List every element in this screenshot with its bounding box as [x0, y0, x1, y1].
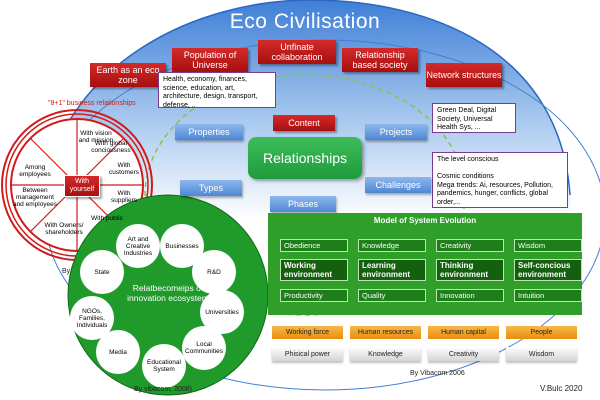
grey-physical-power: Phisical power [272, 347, 343, 361]
segment-customers: With customers [109, 162, 139, 176]
model-panel: Model of System Evolution Obedience Know… [268, 213, 582, 315]
node-rd: R&D [192, 250, 236, 294]
red-box-collaboration: Unfinate collaboration [258, 40, 336, 64]
node-art: Art and Creative Industries [116, 224, 160, 268]
cell-knowledge: Knowledge [358, 239, 426, 252]
cell-learning-env: Learning environment [358, 259, 426, 281]
red-box-relationship-society: Relationship based society [342, 48, 418, 72]
segment-management: Between management and employees [12, 187, 58, 208]
types-button: Types [180, 180, 242, 196]
model-title: Model of System Evolution [373, 216, 477, 225]
grey-wisdom: Wisdom [506, 347, 577, 361]
cell-quality: Quality [358, 289, 426, 302]
orange-human-capital: Human capital [428, 326, 499, 339]
eco-arc-outline [39, 0, 571, 206]
signature: V.Bulc 2020 [540, 384, 583, 393]
relationships-box: Relationships [248, 137, 362, 179]
challenges-button: Challenges [365, 177, 431, 193]
business-credit: By [62, 268, 71, 275]
ecosystem-credit: By vibacom, 2008) [134, 386, 192, 393]
properties-button: Properties [175, 124, 243, 140]
cell-obedience: Obedience [280, 239, 348, 252]
cell-productivity: Productivity [280, 289, 348, 302]
orange-working-force: Working force [272, 326, 343, 339]
phases-button: Phases [270, 196, 336, 212]
red-box-earth: Earth as an eco zone [90, 63, 166, 87]
page-title: Eco Civilisation [229, 10, 381, 33]
ecosystem-center: Relatbecomeips of innovation ecosystem [127, 283, 209, 303]
node-media: Media [96, 330, 140, 374]
cell-working-env: Working environment [280, 259, 348, 281]
segment-vision: With vision and mission [78, 130, 114, 144]
business-center: With yourself [64, 175, 100, 197]
projects-button: Projects [365, 124, 427, 140]
cell-thinking-env: Thinking environment [436, 259, 504, 281]
red-box-population: Population of Universe [172, 48, 248, 72]
node-ngos: NGOs, Families, Individuals [70, 296, 114, 340]
orange-human-resources: Human resources [350, 326, 421, 339]
info-box-challenges: The level conscious Cosmic conditions Me… [432, 152, 568, 208]
node-local: Local Communities [182, 326, 226, 370]
segment-owners: With Owners/ shareholders [44, 222, 84, 236]
segment-global: With global conciousness [91, 140, 131, 154]
grey-creativity: Creativity [428, 347, 499, 361]
grey-knowledge: Knowledge [350, 347, 421, 361]
cell-intuition: Intuition [514, 289, 582, 302]
node-education: Educational System [142, 344, 186, 388]
orange-people: People [506, 326, 577, 339]
info-box-population: Health, economy, finances, science, educ… [158, 72, 276, 109]
segment-public: With public [91, 215, 123, 222]
segment-employees: Among employees [19, 164, 51, 178]
business-title: "8+1" business relationships [48, 100, 136, 107]
content-box: Content [273, 115, 335, 131]
cell-selfconcious-env: Self-concious environment [514, 259, 582, 281]
cell-innovation: Innovation [436, 289, 504, 302]
info-box-projects: Green Deal, Digital Society, Universal H… [432, 103, 516, 133]
segment-suppliers: With suppliers [110, 190, 137, 204]
node-state: State [80, 250, 124, 294]
red-box-network: Network structures [426, 63, 502, 87]
cell-wisdom: Wisdom [514, 239, 582, 252]
cell-creativity: Creativity [436, 239, 504, 252]
model-credit: By Vibacom 2006 [410, 370, 465, 377]
